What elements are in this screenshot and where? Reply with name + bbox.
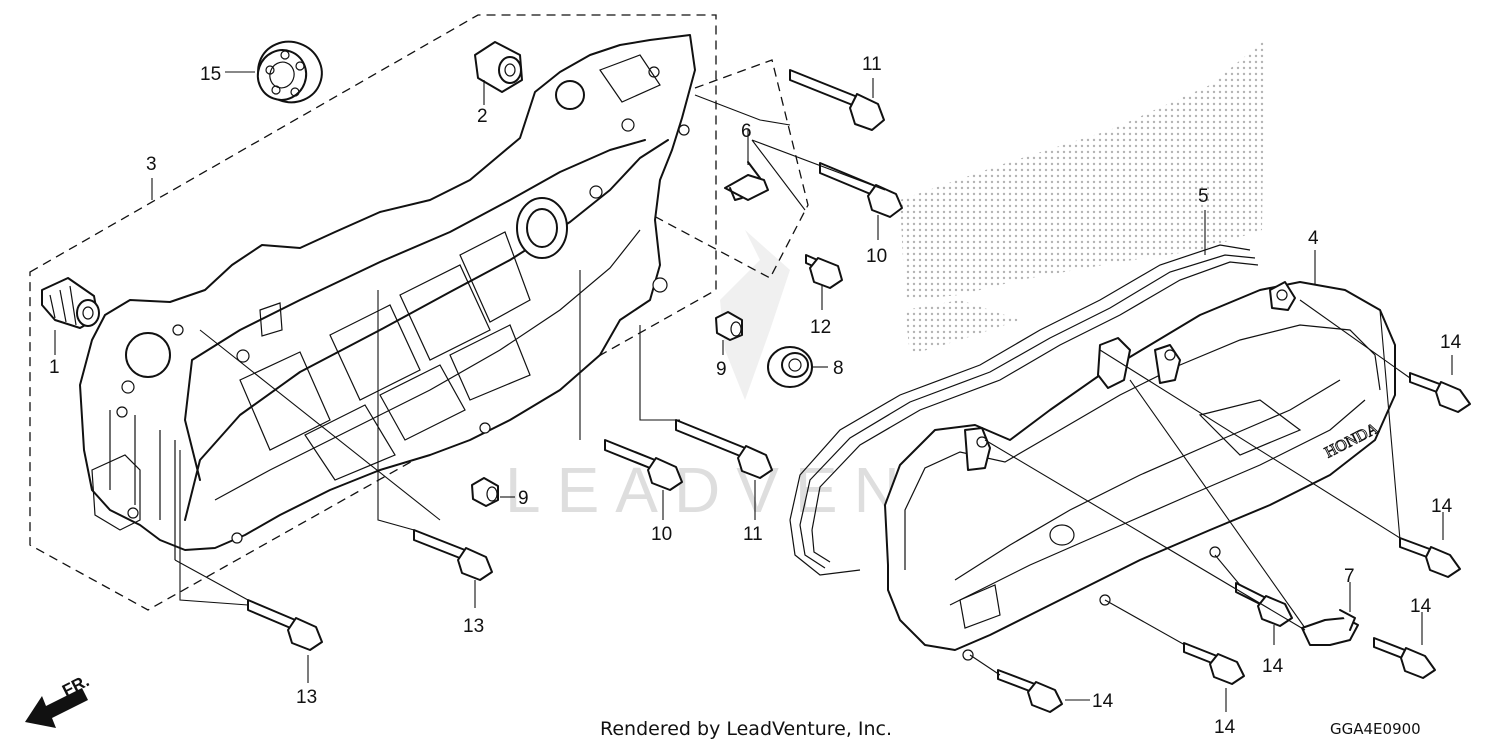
callout-7: 7	[1344, 566, 1355, 587]
callout-4: 4	[1308, 228, 1319, 249]
callout-14-d: 14	[1262, 656, 1284, 677]
callout-13-mid: 13	[463, 616, 484, 637]
callout-9-lower: 9	[518, 488, 529, 509]
callout-11: 11	[862, 54, 882, 75]
callout-2: 2	[477, 106, 488, 127]
callout-9-upper: 9	[716, 359, 727, 380]
assembly-box-screws	[651, 59, 809, 279]
callout-8: 8	[833, 358, 844, 379]
callout-10: 10	[866, 246, 887, 267]
callout-3: 3	[146, 154, 157, 175]
clamp-6	[724, 161, 769, 201]
bearing-15	[256, 40, 323, 104]
callout-14-a: 14	[1440, 332, 1462, 353]
leader-lines	[54, 71, 1453, 712]
direction-label: FR.	[59, 671, 92, 700]
dowel-collar-2	[474, 41, 523, 93]
frame-silhouette	[900, 40, 1265, 300]
arrow-left-down-icon	[25, 688, 88, 728]
callout-12: 12	[810, 317, 831, 338]
callout-15: 15	[200, 64, 221, 85]
credit-text: Rendered by LeadVenture, Inc.	[600, 718, 893, 740]
left-crankcase-cover	[79, 34, 696, 560]
callout-14-f: 14	[1214, 717, 1236, 738]
front-direction-indicator: FR.	[25, 671, 92, 728]
assembly-box-left-case	[29, 14, 717, 611]
oil-seal-8	[767, 346, 813, 388]
diagram-code: GGA4E0900	[1330, 720, 1421, 738]
collar-1	[41, 277, 100, 329]
dowel-pin-9-upper	[715, 311, 743, 341]
bolts	[247, 69, 1471, 713]
callout-6: 6	[741, 121, 752, 142]
callout-10-lower: 10	[651, 524, 672, 545]
dowel-pin-9-lower	[471, 477, 499, 507]
frame-silhouette-lower	[905, 300, 1020, 355]
callout-11-lower: 11	[743, 524, 763, 545]
callout-1: 1	[49, 357, 60, 378]
callout-14-c: 14	[1410, 596, 1432, 617]
callout-13-bottom: 13	[296, 687, 317, 708]
gasket	[789, 244, 1259, 576]
callout-5: 5	[1198, 186, 1209, 207]
clamp-7	[1301, 609, 1359, 646]
callout-14-b: 14	[1431, 496, 1453, 517]
callout-14-e: 14	[1092, 691, 1114, 712]
callout-labels: 15 2 11 6 3 10 5 4 1 12 9 8 14 9 10 11 1…	[49, 54, 1462, 738]
